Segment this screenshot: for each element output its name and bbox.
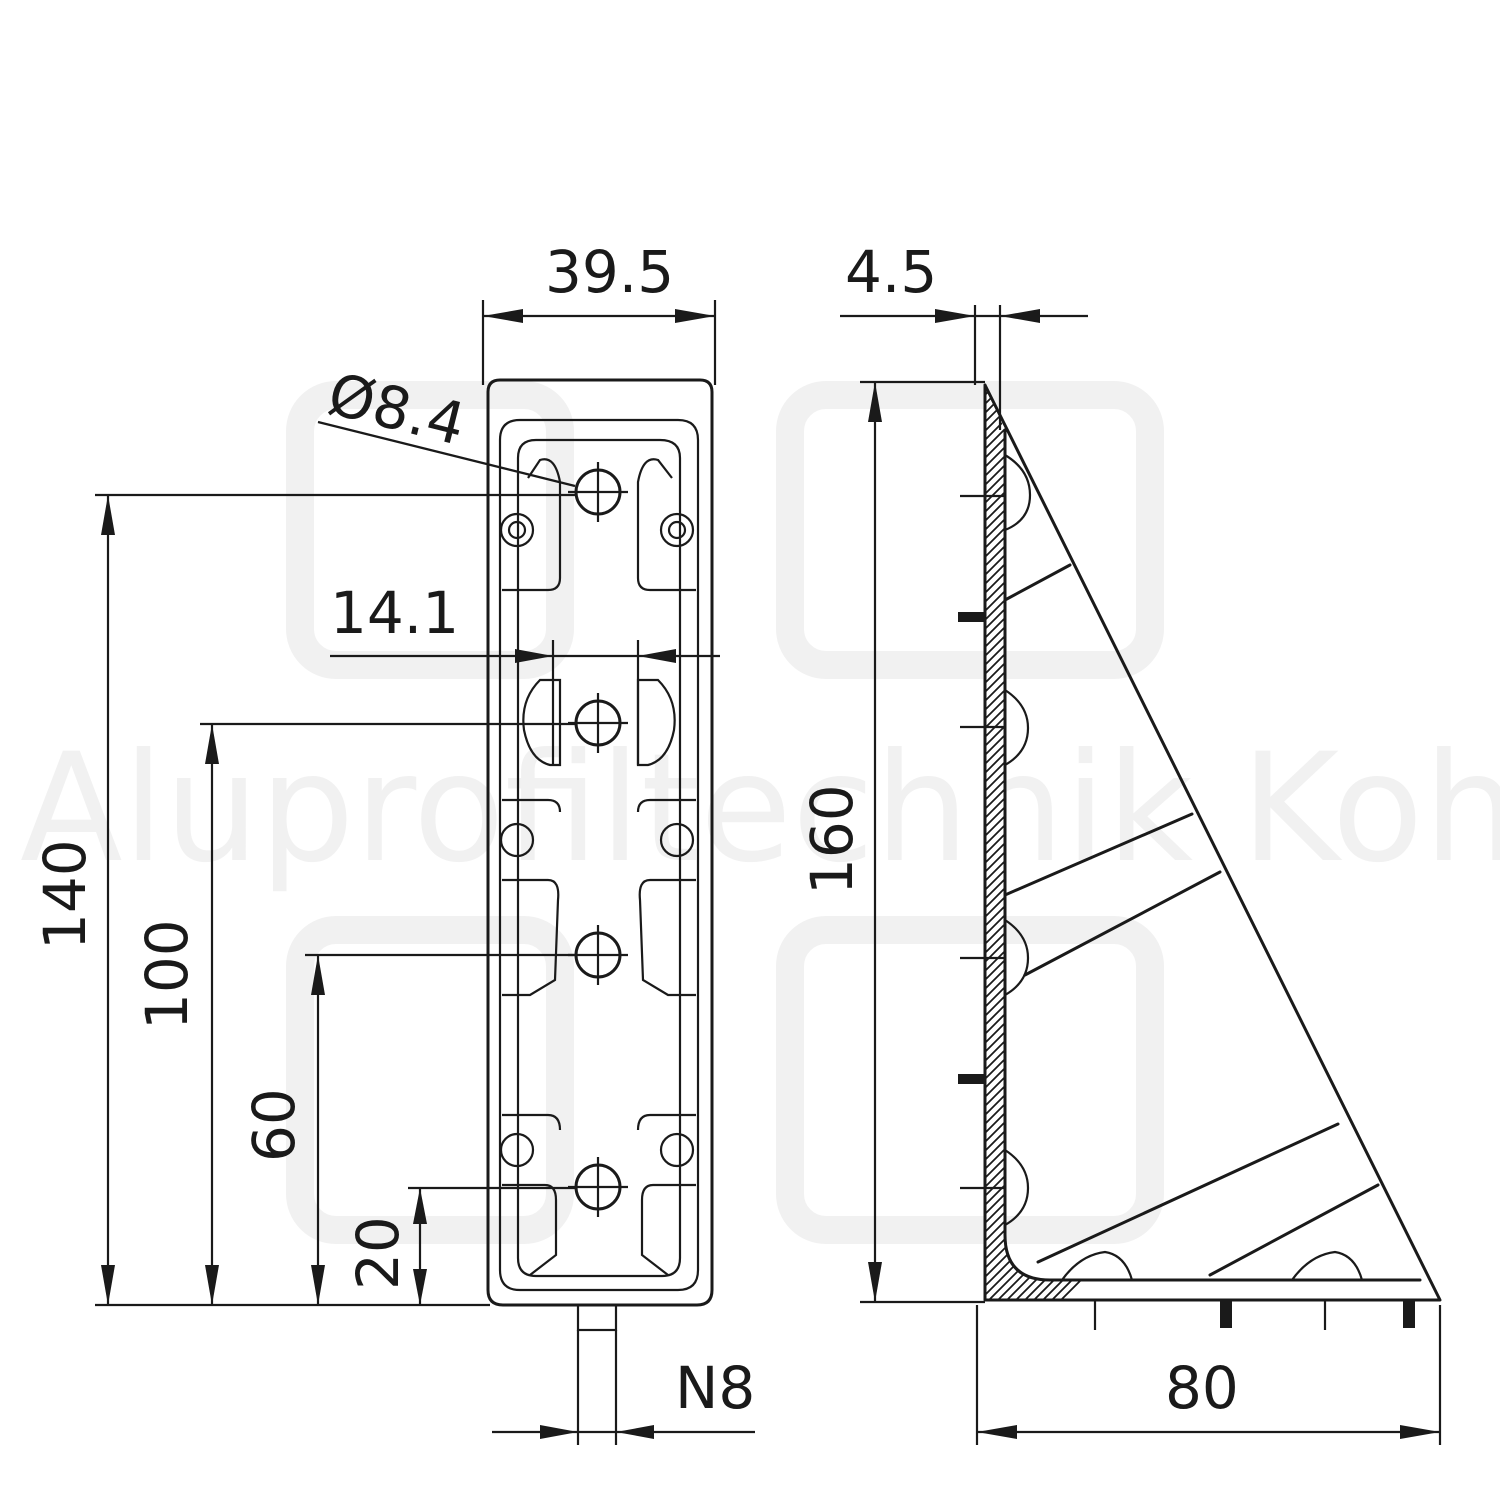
dimension-height-100: 100: [133, 722, 575, 1305]
dimension-cut-off: 161: [1491, 794, 1500, 905]
bolt-hole: [568, 925, 628, 985]
side-view: [958, 383, 1442, 1330]
dimension-label: 14.1: [330, 579, 459, 647]
dimension-height-60: 60: [240, 953, 575, 1305]
dimension-wall-thickness: 4.5: [840, 238, 1088, 430]
bolt-hole: [568, 462, 628, 522]
dimension-height-side: 160: [798, 380, 985, 1304]
dimension-slot-nut: N8: [492, 1354, 755, 1439]
dimension-hole-spacing: 14.1: [330, 579, 720, 765]
mounting-hole: [659, 822, 695, 858]
dimension-label: 80: [1165, 1354, 1239, 1422]
dimension-label: 140: [31, 839, 99, 950]
mounting-hole: [499, 822, 535, 858]
mounting-hole: [499, 512, 535, 548]
mounting-hole: [659, 1132, 695, 1168]
dimension-height-140: 140: [31, 493, 575, 1307]
section-hatch: [985, 385, 1440, 1300]
dimension-width-front: 39.5: [481, 238, 717, 385]
dimension-label: 4.5: [845, 238, 937, 306]
dimension-label: 39.5: [545, 238, 674, 306]
dimension-label: 100: [133, 919, 201, 1030]
dimension-label: 60: [240, 1088, 308, 1162]
watermark: Aluprofiltechnik Kohl: [20, 381, 1500, 1244]
dimension-label: 161: [1491, 794, 1500, 905]
front-view: [486, 378, 714, 1445]
dimension-base-length: 80: [975, 1305, 1442, 1445]
dimension-label: N8: [675, 1354, 755, 1422]
dimension-label: 20: [344, 1216, 412, 1290]
mounting-hole: [499, 1132, 535, 1168]
watermark-text: Aluprofiltechnik Kohl: [20, 722, 1500, 896]
dimension-label: 160: [798, 784, 866, 895]
dimension-height-20: 20: [344, 1186, 575, 1305]
dimension-label: Ø8.4: [322, 360, 472, 459]
mounting-hole: [659, 512, 695, 548]
bolt-hole: [568, 1157, 628, 1217]
bolt-hole: [568, 693, 628, 753]
